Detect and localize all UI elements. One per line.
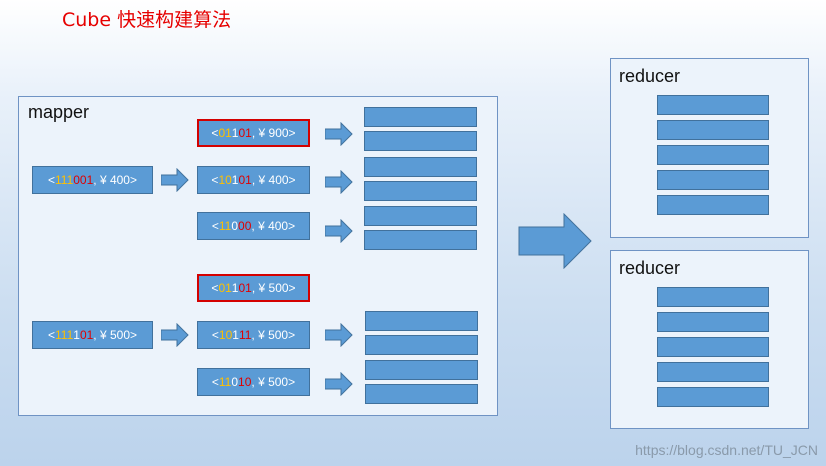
key-digits: 1 [231, 126, 239, 140]
cuboid-bar [657, 145, 769, 165]
reducer-bars-1 [657, 95, 769, 220]
key-digits: 10 [218, 328, 233, 342]
cuboid-bar [364, 131, 477, 151]
key-digits: 01 [218, 281, 232, 295]
reducer-bars-2 [657, 287, 769, 412]
key-digits: 1 [231, 281, 239, 295]
key-digits: 001 [73, 173, 94, 187]
right-arrow-icon [161, 323, 189, 347]
cuboid-stack-1b [364, 157, 477, 205]
key-prefix: < [211, 328, 219, 342]
key-digits: 00 [238, 219, 252, 233]
key-digits: 1 [73, 328, 80, 342]
cuboid-stack-1a [364, 107, 477, 155]
cuboid-bar [657, 170, 769, 190]
mapper-label: mapper [28, 102, 90, 122]
cuboid-bar [364, 107, 477, 127]
cuboid-bar [365, 311, 478, 331]
key-value: , ¥ 500> [251, 281, 296, 295]
key-value: , ¥ 500> [251, 328, 296, 342]
key-digits: 01 [218, 126, 232, 140]
reducer-label-1: reducer [619, 66, 681, 86]
cuboid-bar [364, 230, 477, 250]
cuboid-bar [657, 312, 769, 332]
key-digits: 111 [55, 173, 74, 187]
cuboid-bar [364, 206, 477, 226]
key-value: , ¥ 400> [251, 173, 296, 187]
cuboid-bar [365, 360, 478, 380]
reducer-label-2: reducer [619, 258, 681, 278]
key-prefix: < [211, 219, 219, 233]
key-value: , ¥ 400> [251, 219, 296, 233]
right-arrow-icon [325, 170, 353, 194]
cuboid-bar [364, 157, 477, 177]
key-digits: 10 [218, 173, 232, 187]
cuboid-stack-2a [365, 311, 478, 359]
cuboid-stack-2b [365, 360, 478, 408]
cuboid-bar [657, 95, 769, 115]
key-digits: 0 [231, 375, 239, 389]
key-prefix: < [47, 328, 55, 342]
key-digits: 11 [238, 328, 252, 342]
right-arrow-icon [325, 122, 353, 146]
key-digits: 01 [79, 328, 94, 342]
watermark: https://blog.csdn.net/TU_JCN [635, 442, 818, 458]
key-value: , ¥ 900> [251, 126, 296, 140]
right-arrow-icon [325, 372, 353, 396]
cuboid-bar [365, 384, 478, 404]
key-digits: 0 [231, 219, 239, 233]
cuboid-stack-1c [364, 206, 477, 254]
key-digits: 11 [218, 219, 232, 233]
diagram-title: Cube 快速构建算法 [62, 9, 232, 31]
key-digits: 01 [238, 126, 252, 140]
cuboid-bar [657, 120, 769, 140]
key-prefix: < [211, 281, 219, 295]
key-value: , ¥ 500> [93, 328, 138, 342]
key-digits: 10 [238, 375, 252, 389]
cuboid-bar [364, 181, 477, 201]
key-value: , ¥ 500> [251, 375, 296, 389]
key-digits: 01 [238, 173, 252, 187]
key-prefix: < [211, 173, 219, 187]
key-digits: 1 [232, 328, 239, 342]
right-arrow-icon [325, 219, 353, 243]
key-digits: 111 [55, 328, 74, 342]
big-right-arrow-icon [518, 213, 592, 269]
cuboid-bar [657, 337, 769, 357]
cuboid-bar [365, 335, 478, 355]
cuboid-bar [657, 195, 769, 215]
key-value: , ¥ 400> [93, 173, 137, 187]
cuboid-bar [657, 362, 769, 382]
key-prefix: < [211, 126, 219, 140]
key-digits: 01 [238, 281, 252, 295]
right-arrow-icon [325, 323, 353, 347]
key-digits: 1 [231, 173, 239, 187]
right-arrow-icon [161, 168, 189, 192]
key-prefix: < [211, 375, 219, 389]
cuboid-bar [657, 287, 769, 307]
key-prefix: < [47, 173, 55, 187]
cuboid-bar [657, 387, 769, 407]
key-digits: 11 [218, 375, 232, 389]
